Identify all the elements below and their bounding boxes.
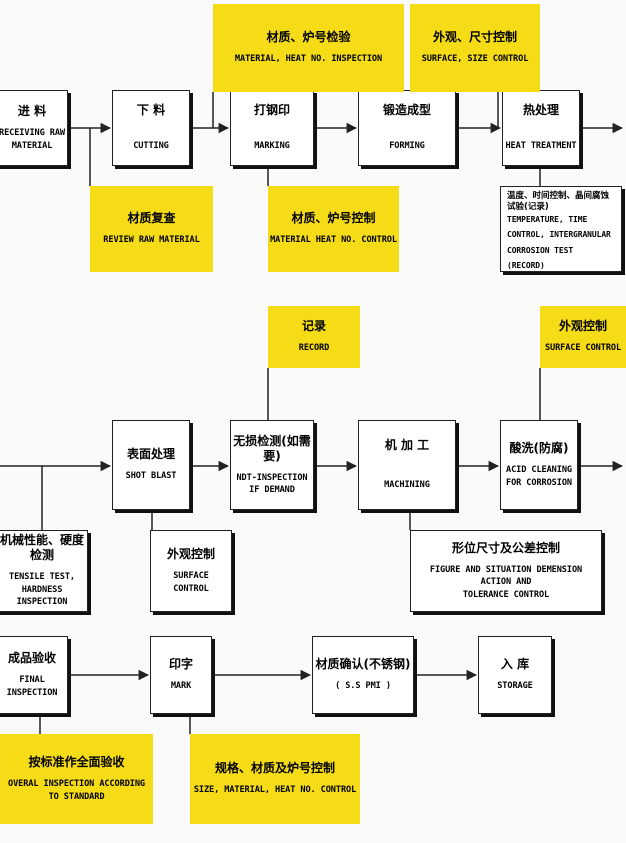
step-forming-en: FORMING bbox=[389, 141, 425, 152]
step-ndt: 无损检测(如需要) NDT-INSPECTION IF DEMAND bbox=[230, 420, 314, 510]
check-review-raw-en: REVIEW RAW MATERIAL bbox=[103, 235, 200, 246]
step-pmi-zh: 材质确认(不锈钢) bbox=[315, 657, 411, 672]
step-heat-en: HEAT TREATMENT bbox=[505, 141, 577, 152]
step-shot-blast-en: SHOT BLAST bbox=[125, 471, 177, 482]
check-overall: 按标准作全面验收 OVERAL INSPECTION ACCORDING TO … bbox=[0, 734, 153, 824]
check-material-inspection-en: MATERIAL, HEAT NO. INSPECTION bbox=[234, 54, 383, 65]
check-record: 记录 RECORD bbox=[268, 306, 360, 368]
step-cutting: 下 料 CUTTING bbox=[112, 90, 190, 166]
step-pmi: 材质确认(不锈钢) ( S.S PMI ) bbox=[312, 636, 414, 714]
check-review-raw: 材质复查 REVIEW RAW MATERIAL bbox=[90, 186, 213, 272]
step-pmi-en: ( S.S PMI ) bbox=[335, 681, 391, 692]
step-acid-en: ACID CLEANING FOR CORROSION bbox=[506, 465, 572, 488]
step-final-en: FINAL INSPECTION bbox=[6, 675, 58, 698]
check-surface-size-en: SURFACE, SIZE CONTROL bbox=[421, 54, 529, 65]
step-shot-blast-zh: 表面处理 bbox=[126, 447, 175, 462]
step-heat-treatment: 热处理 HEAT TREATMENT bbox=[502, 90, 580, 166]
check-size-material-zh: 规格、材质及炉号控制 bbox=[214, 761, 335, 776]
check-material-control-zh: 材质、炉号控制 bbox=[291, 211, 376, 226]
step-ndt-zh: 无损检测(如需要) bbox=[233, 433, 311, 463]
check-record-en: RECORD bbox=[298, 343, 330, 354]
check-surface-control-acid-en: SURFACE CONTROL bbox=[544, 343, 622, 354]
check-tensile-en: TENSILE TEST, HARDNESS INSPECTION bbox=[9, 572, 75, 608]
step-cutting-en: CUTTING bbox=[133, 141, 169, 152]
check-review-raw-zh: 材质复查 bbox=[127, 211, 176, 226]
step-storage-zh: 入 库 bbox=[500, 657, 530, 672]
step-machining-zh: 机 加 工 bbox=[384, 438, 430, 453]
check-size-material: 规格、材质及炉号控制 SIZE, MATERIAL, HEAT NO. CONT… bbox=[190, 734, 360, 824]
check-record-zh: 记录 bbox=[301, 319, 326, 334]
step-final-inspection: 成品验收 FINAL INSPECTION bbox=[0, 636, 68, 714]
check-material-control: 材质、炉号控制 MATERIAL HEAT NO. CONTROL bbox=[268, 186, 399, 272]
step-marking-stamp: 打钢印 MARKING bbox=[230, 90, 314, 166]
step-marking-stamp-en: MARKING bbox=[254, 141, 290, 152]
check-material-inspection-zh: 材质、炉号检验 bbox=[266, 30, 351, 45]
check-surface-control-blast: 外观控制 SURFACE CONTROL bbox=[150, 530, 232, 612]
step-ndt-en: NDT-INSPECTION IF DEMAND bbox=[236, 472, 308, 495]
step-machining: 机 加 工 MACHINING bbox=[358, 420, 456, 510]
step-storage-en: STORAGE bbox=[497, 681, 533, 692]
step-heat-zh: 热处理 bbox=[522, 103, 559, 118]
step-shot-blast: 表面处理 SHOT BLAST bbox=[112, 420, 190, 510]
check-figure-tolerance-en: FIGURE AND SITUATION DEMENSION ACTION AN… bbox=[429, 564, 583, 600]
check-surface-control-acid-zh: 外观控制 bbox=[558, 319, 607, 334]
step-forming-zh: 锻造成型 bbox=[382, 103, 431, 118]
check-figure-tolerance: 形位尺寸及公差控制 FIGURE AND SITUATION DEMENSION… bbox=[410, 530, 602, 612]
check-overall-en: OVERAL INSPECTION ACCORDING TO STANDARD bbox=[8, 779, 145, 802]
step-marking-stamp-zh: 打钢印 bbox=[253, 103, 290, 118]
step-mark: 印字 MARK bbox=[150, 636, 212, 714]
check-figure-tolerance-zh: 形位尺寸及公差控制 bbox=[451, 540, 560, 555]
step-storage: 入 库 STORAGE bbox=[478, 636, 552, 714]
check-surface-control-blast-zh: 外观控制 bbox=[166, 547, 215, 562]
step-mark-en: MARK bbox=[170, 681, 192, 692]
check-heat-record: 温度、时间控制、晶间腐蚀试验(记录) TEMPERATURE, TIME CON… bbox=[500, 186, 622, 272]
step-receiving-zh: 进 料 bbox=[17, 104, 47, 119]
step-mark-zh: 印字 bbox=[168, 657, 193, 672]
step-acid: 酸洗(防腐) ACID CLEANING FOR CORROSION bbox=[500, 420, 578, 510]
check-surface-size-zh: 外观、尺寸控制 bbox=[432, 30, 517, 45]
step-machining-en: MACHINING bbox=[384, 480, 430, 491]
step-receiving: 进 料 RECEIVING RAW MATERIAL bbox=[0, 90, 68, 166]
check-surface-size: 外观、尺寸控制 SURFACE, SIZE CONTROL bbox=[410, 4, 540, 92]
check-surface-control-blast-en: SURFACE CONTROL bbox=[173, 571, 209, 594]
step-receiving-en: RECEIVING RAW MATERIAL bbox=[0, 128, 65, 151]
check-heat-record-en: TEMPERATURE, TIME CONTROL, INTERGRANULAR… bbox=[507, 215, 611, 270]
step-final-zh: 成品验收 bbox=[7, 651, 56, 666]
step-cutting-zh: 下 料 bbox=[136, 103, 166, 118]
check-material-control-en: MATERIAL HEAT NO. CONTROL bbox=[270, 235, 397, 246]
step-forming: 锻造成型 FORMING bbox=[358, 90, 456, 166]
check-overall-zh: 按标准作全面验收 bbox=[28, 755, 125, 770]
check-surface-control-acid: 外观控制 SURFACE CONTROL bbox=[540, 306, 626, 368]
step-acid-zh: 酸洗(防腐) bbox=[509, 441, 569, 456]
check-heat-record-zh: 温度、时间控制、晶间腐蚀试验(记录) bbox=[507, 191, 610, 212]
check-size-material-en: SIZE, MATERIAL, HEAT NO. CONTROL bbox=[193, 785, 357, 796]
check-tensile: 机械性能、硬度检测 TENSILE TEST, HARDNESS INSPECT… bbox=[0, 530, 88, 612]
check-material-inspection: 材质、炉号检验 MATERIAL, HEAT NO. INSPECTION bbox=[213, 4, 404, 92]
check-tensile-zh: 机械性能、硬度检测 bbox=[0, 533, 84, 563]
